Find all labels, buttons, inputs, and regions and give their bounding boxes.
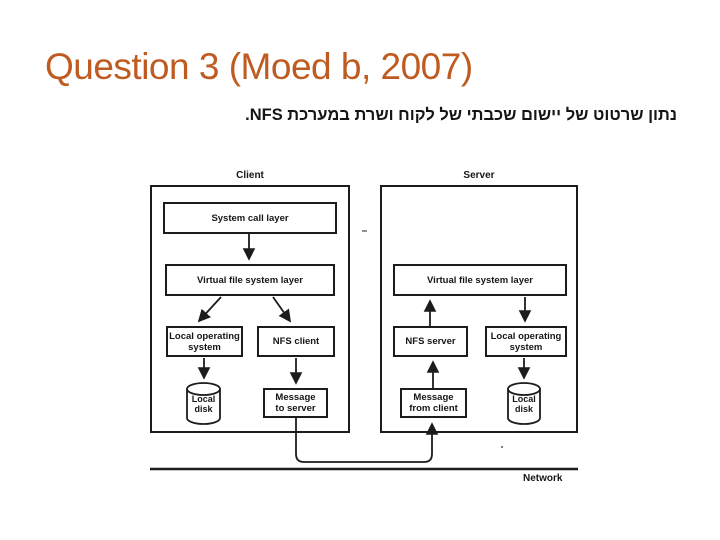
vfs-layer-server-label: Virtual file system layer bbox=[427, 274, 533, 286]
box-vfs-layer-client: Virtual file system layer bbox=[165, 264, 335, 296]
network-label: Network bbox=[523, 473, 563, 484]
message-to-server-line2: to server bbox=[275, 403, 316, 414]
local-disk-cylinder-client bbox=[186, 382, 221, 425]
scan-noise-dot bbox=[501, 446, 503, 448]
local-disk-client-line1: Local bbox=[191, 394, 216, 404]
nfs-architecture-diagram: Client Server System call layer Virtual … bbox=[145, 170, 590, 500]
arrow-vfs-to-local-os-client bbox=[197, 296, 222, 323]
box-local-os-server: Local operating system bbox=[485, 326, 567, 357]
message-to-server-line1: Message bbox=[275, 392, 316, 403]
system-call-layer-label: System call layer bbox=[211, 212, 289, 224]
local-disk-cylinder-server bbox=[507, 382, 541, 425]
local-disk-server-line1: Local bbox=[512, 394, 536, 404]
local-disk-server-line2: disk bbox=[514, 404, 533, 414]
server-label: Server bbox=[463, 170, 495, 181]
local-os-server-line2: system bbox=[509, 341, 543, 353]
local-os-client-line1: Local operating bbox=[169, 330, 240, 342]
local-disk-client-line2: disk bbox=[194, 404, 213, 414]
diagram-lines-layer bbox=[150, 230, 578, 471]
local-disk-server-label: Local disk bbox=[508, 392, 540, 416]
local-disk-client-label: Local disk bbox=[187, 392, 220, 416]
local-os-client-line2: system bbox=[188, 341, 221, 353]
nfs-client-label: NFS client bbox=[272, 336, 320, 347]
box-nfs-server: NFS server bbox=[393, 326, 468, 357]
box-nfs-client: NFS client bbox=[257, 326, 335, 357]
subtitle-hebrew: נתון שרטוט של יישום שכבתי של לקוח ושרת ב… bbox=[245, 106, 677, 124]
box-message-to-server: Message to server bbox=[263, 388, 328, 418]
box-vfs-layer-server: Virtual file system layer bbox=[393, 264, 567, 296]
local-os-server-line1: Local operating bbox=[490, 330, 562, 342]
box-local-os-client: Local operating system bbox=[166, 326, 243, 357]
connector-client-to-server bbox=[295, 418, 439, 463]
message-from-client-line2: from client bbox=[409, 403, 458, 414]
client-label: Client bbox=[236, 170, 264, 181]
page-title: Question 3 (Moed b, 2007) bbox=[45, 46, 473, 87]
arrow-vfs-to-nfs-client bbox=[272, 296, 292, 323]
client-machine-box bbox=[150, 185, 350, 433]
box-message-from-client: Message from client bbox=[400, 388, 467, 418]
message-from-client-line1: Message bbox=[413, 392, 454, 403]
nfs-server-label: NFS server bbox=[405, 336, 456, 347]
server-machine-box bbox=[380, 185, 578, 433]
vfs-layer-client-label: Virtual file system layer bbox=[197, 274, 303, 286]
box-system-call-layer: System call layer bbox=[163, 202, 337, 234]
